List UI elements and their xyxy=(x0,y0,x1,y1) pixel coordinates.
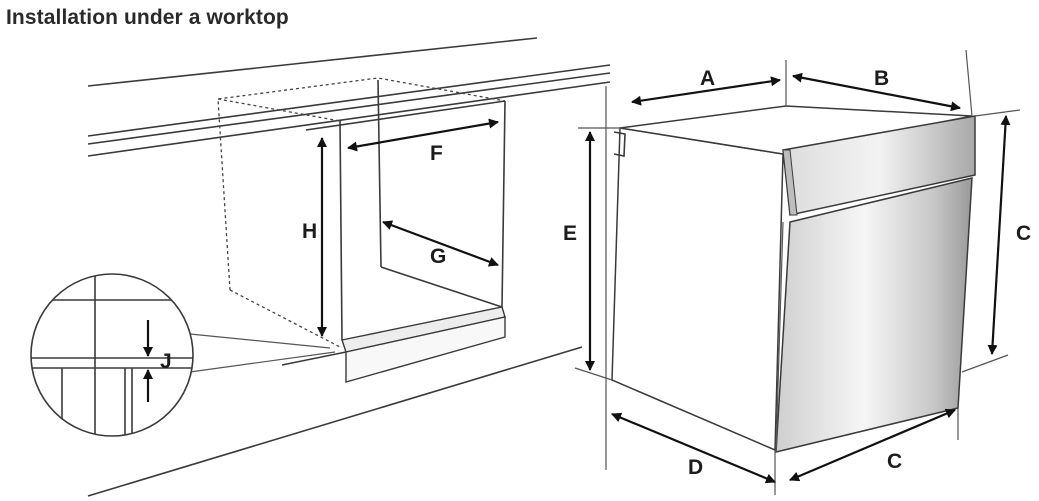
label-h: H xyxy=(302,220,317,243)
label-e: E xyxy=(563,222,577,245)
label-d: D xyxy=(688,456,703,479)
page-title: Installation under a worktop xyxy=(6,6,289,29)
label-c-right: C xyxy=(1016,222,1031,245)
label-f: F xyxy=(430,142,443,165)
label-j: J xyxy=(160,350,172,373)
detail-magnifier xyxy=(30,273,194,437)
label-b: B xyxy=(874,67,889,90)
niche-group xyxy=(87,37,611,497)
oven-group xyxy=(574,49,1021,495)
label-a: A xyxy=(700,67,715,90)
label-c-bottom: C xyxy=(887,450,902,473)
label-g: G xyxy=(430,245,446,268)
